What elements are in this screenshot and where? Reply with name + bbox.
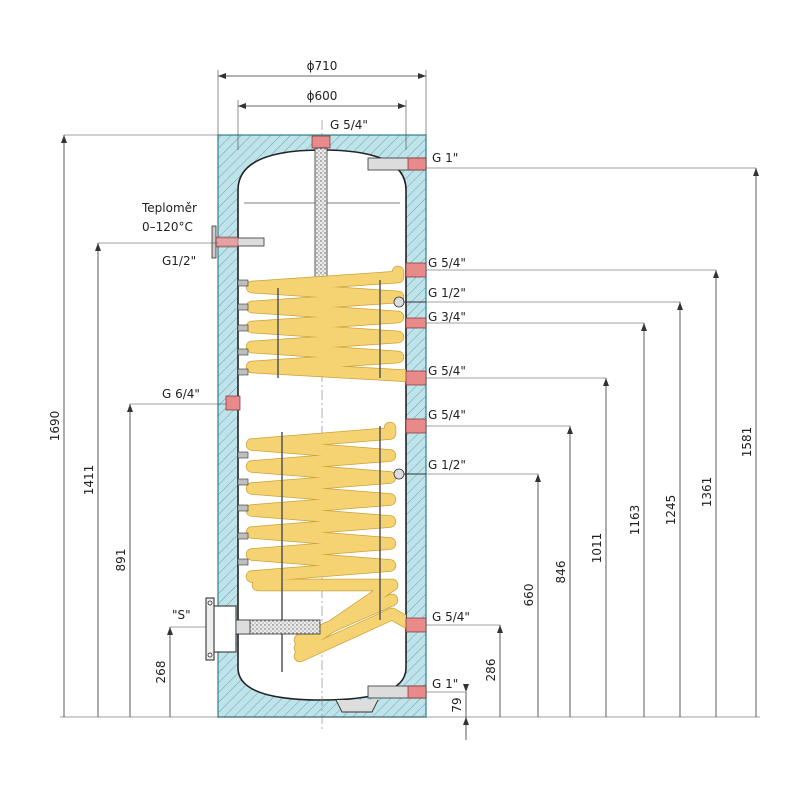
height-286: 286 (484, 659, 498, 682)
left-connection-label: G 6/4" (162, 387, 200, 401)
height-1011: 1011 (590, 533, 604, 564)
height-1361: 1361 (700, 477, 714, 508)
height-1163: 1163 (628, 505, 642, 536)
height-dimensions: 1690 1411 891 268 79 286 660 846 1011 11… (48, 135, 759, 740)
connection-labels: G 5/4" Teploměr 0–120°C G1/2" G 6/4" "S"… (141, 118, 470, 691)
height-1581: 1581 (740, 427, 754, 458)
sensor-label: "S" (172, 608, 191, 622)
thermometer-range: 0–120°C (142, 220, 193, 234)
height-1411: 1411 (82, 465, 96, 496)
right-label-3: G 1/2" (428, 286, 466, 300)
height-1690: 1690 (48, 411, 62, 442)
sensor-flange (205, 597, 321, 661)
right-label-6: G 5/4" (428, 408, 466, 422)
inner-diameter-label: ϕ600 (307, 89, 338, 103)
right-label-1: G 1" (432, 151, 458, 165)
thermometer-well (211, 225, 265, 259)
height-846: 846 (554, 561, 568, 584)
thermometer-connection-label: G1/2" (162, 254, 196, 268)
top-connection-label: G 5/4" (330, 118, 368, 132)
height-268: 268 (154, 661, 168, 684)
left-wall-sockets (237, 279, 249, 566)
upper-heat-exchanger-coil (245, 265, 406, 383)
left-socket-g64 (225, 395, 241, 411)
lower-heat-exchanger-coil (245, 421, 406, 672)
right-label-9: G 1" (432, 677, 458, 691)
right-label-7: G 1/2" (428, 458, 466, 472)
height-1245: 1245 (664, 495, 678, 526)
right-connectors (367, 157, 427, 699)
right-label-2: G 5/4" (428, 256, 466, 270)
right-label-5: G 5/4" (428, 364, 466, 378)
thermometer-title: Teploměr (141, 201, 197, 215)
right-label-4: G 3/4" (428, 310, 466, 324)
diameter-dimensions: ϕ710 ϕ600 (217, 59, 427, 150)
leader-lines (60, 134, 760, 718)
height-79: 79 (450, 697, 464, 712)
right-label-8: G 5/4" (432, 610, 470, 624)
height-660: 660 (522, 584, 536, 607)
outer-diameter-label: ϕ710 (307, 59, 338, 73)
height-891: 891 (114, 549, 128, 572)
